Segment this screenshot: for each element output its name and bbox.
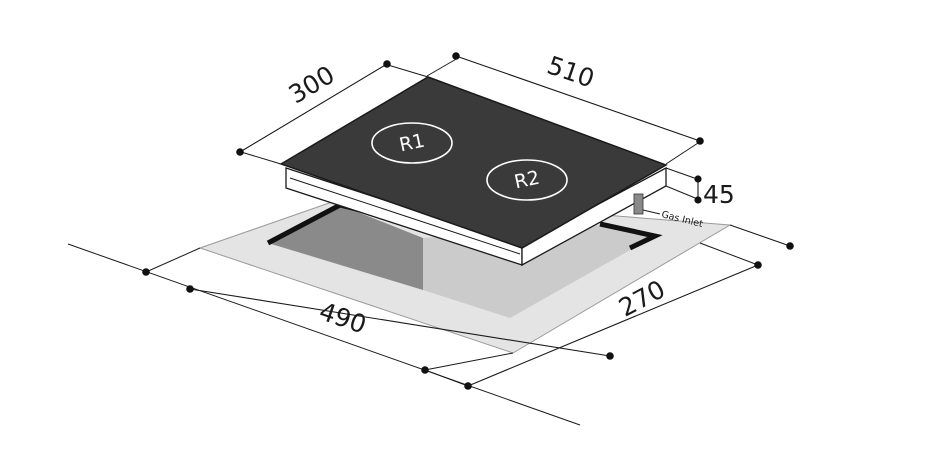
dim-270-extension-mid <box>699 242 759 266</box>
dim-490-dot-c <box>606 352 614 360</box>
dim-270-line <box>467 264 759 387</box>
dim-490-dot-a <box>142 268 150 276</box>
burner-r1-ring <box>371 122 453 164</box>
dim-510-extension-right <box>665 142 699 165</box>
dim-490-extension-left <box>145 247 201 273</box>
dim-45-dot-bottom <box>694 196 702 204</box>
dim-300-extension-left <box>240 151 282 165</box>
burner-r2-label: R2 <box>512 167 541 194</box>
dim-300-extension-right <box>387 64 429 78</box>
dim-490-dot-b <box>186 285 194 293</box>
cavity-left-wall <box>268 205 423 290</box>
dim-490-extension-right <box>424 352 514 371</box>
dim-300-line <box>239 63 388 153</box>
hob-glass-top <box>279 76 668 249</box>
gas-inlet-leader <box>642 209 661 215</box>
dim-45-extension-top <box>665 167 701 181</box>
dim-300-dot-right <box>383 60 391 68</box>
dim-510-dot-right <box>696 137 704 145</box>
dim-510-extension-left <box>426 57 459 77</box>
dim-490-label: 490 <box>315 296 370 339</box>
cavity-right-edge <box>599 221 663 251</box>
dim-270-dot-top <box>786 242 794 250</box>
dim-510-dot-left <box>452 52 460 60</box>
burner-r2-ring <box>486 159 568 201</box>
burner-r1-label: R1 <box>397 130 426 157</box>
dim-490-extension-join <box>424 369 469 387</box>
dim-45-label: 45 <box>703 180 735 209</box>
dim-490-long-extension <box>67 243 581 426</box>
dim-270-dot-mid <box>754 261 762 269</box>
dim-45-extension-bottom <box>665 185 701 201</box>
dim-300-label: 300 <box>284 60 340 109</box>
dim-270-extension-top <box>729 224 791 247</box>
dim-45-dot-top <box>694 175 702 183</box>
gas-inlet-pipe <box>633 193 644 215</box>
dim-510-label: 510 <box>543 50 598 93</box>
hob-body-groove <box>289 177 521 255</box>
dim-490-line <box>189 288 611 357</box>
dim-510-line <box>455 55 701 142</box>
dim-300-dot-left <box>236 148 244 156</box>
